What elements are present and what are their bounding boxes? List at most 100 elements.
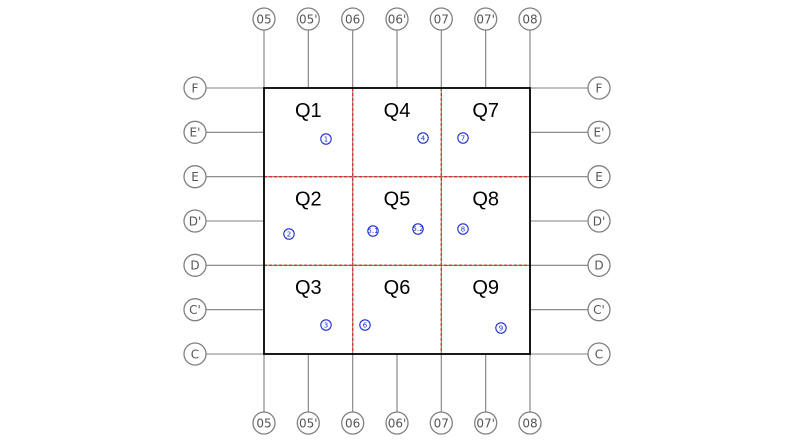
point-marker: 6 xyxy=(359,319,371,331)
quadrant-label: Q9 xyxy=(472,277,499,299)
point-marker-circle xyxy=(417,132,429,144)
col-bubble-bottom-6 xyxy=(518,411,542,435)
division-lines-layer xyxy=(264,88,530,354)
point-marker: 8 xyxy=(457,223,469,235)
row-bubble-right-1 xyxy=(587,120,611,144)
point-marker-label: 4 xyxy=(421,135,426,143)
point-marker: 4 xyxy=(417,132,429,144)
point-marker: 3 xyxy=(320,319,332,331)
point-marker-circle xyxy=(320,133,332,145)
row-bubble-left-0 xyxy=(183,76,207,100)
quadrant-label: Q3 xyxy=(295,277,322,299)
row-bubble-right-6 xyxy=(587,342,611,366)
col-bubble-label: 05' xyxy=(299,416,318,430)
col-bubble-label: 06' xyxy=(388,416,407,430)
col-bubble-label: 06' xyxy=(388,12,407,26)
row-bubble-label: C' xyxy=(189,303,201,317)
col-bubble-bottom-0 xyxy=(252,411,276,435)
col-bubble-label: 07' xyxy=(476,416,495,430)
quadrant-label: Q7 xyxy=(472,100,499,122)
row-bubble-label: F xyxy=(596,81,603,95)
quadrant-label: Q8 xyxy=(472,189,499,211)
quadrant-label: Q4 xyxy=(384,100,411,122)
col-bubble-label: 06 xyxy=(345,12,360,26)
row-bubble-left-2 xyxy=(183,165,207,189)
quadrant-label: Q2 xyxy=(295,189,322,211)
row-bubble-label: E' xyxy=(190,126,201,140)
point-marker-label: 8 xyxy=(461,226,465,234)
quadrant-label: Q6 xyxy=(384,277,411,299)
row-bubble-left-4 xyxy=(183,253,207,277)
row-bubble-label: E xyxy=(595,170,603,184)
point-marker-circle xyxy=(412,223,424,235)
point-marker-label: 5.2 xyxy=(412,225,423,233)
point-marker-circle xyxy=(367,225,379,237)
point-marker-label: 2 xyxy=(287,231,291,239)
point-marker-circle xyxy=(495,322,507,334)
plan-border xyxy=(263,87,531,355)
point-marker: 1 xyxy=(320,133,332,145)
point-marker: 7 xyxy=(457,132,469,144)
col-bubble-label: 07 xyxy=(434,416,449,430)
col-bubble-top-4 xyxy=(429,7,453,31)
col-bubble-top-6 xyxy=(518,7,542,31)
row-bubble-right-3 xyxy=(587,209,611,233)
col-bubble-bottom-1 xyxy=(296,411,320,435)
point-marker-label: 7 xyxy=(461,135,465,143)
point-marker-label: 5.1 xyxy=(367,227,378,235)
col-bubble-top-2 xyxy=(341,7,365,31)
point-markers-layer: 1 4 7 2 5.1 5.2 8 3 6 9 xyxy=(283,132,507,334)
col-bubble-label: 05 xyxy=(256,416,271,430)
col-bubble-bottom-5 xyxy=(474,411,498,435)
point-marker: 5.1 xyxy=(367,225,379,237)
point-marker: 9 xyxy=(495,322,507,334)
quadrant-label: Q5 xyxy=(384,189,411,211)
row-bubble-label: C xyxy=(191,347,199,361)
row-bubble-label: D xyxy=(190,259,199,273)
row-bubble-label: E' xyxy=(594,126,605,140)
col-bubble-label: 08 xyxy=(522,12,537,26)
row-bubble-left-3 xyxy=(183,209,207,233)
row-bubble-label: D' xyxy=(593,214,606,228)
point-marker-label: 6 xyxy=(363,322,368,330)
row-bubble-label: D xyxy=(594,259,603,273)
col-bubble-label: 06 xyxy=(345,416,360,430)
row-bubble-label: E xyxy=(191,170,199,184)
row-bubble-left-1 xyxy=(183,120,207,144)
col-bubble-bottom-4 xyxy=(429,411,453,435)
point-marker-label: 1 xyxy=(324,136,328,144)
col-bubble-label: 07' xyxy=(476,12,495,26)
point-marker-label: 3 xyxy=(324,322,328,330)
row-bubble-label: C' xyxy=(593,303,605,317)
point-marker-circle xyxy=(457,223,469,235)
row-bubble-label: D' xyxy=(189,214,202,228)
point-marker-circle xyxy=(457,132,469,144)
col-bubble-label: 05' xyxy=(299,12,318,26)
point-marker-circle xyxy=(359,319,371,331)
col-bubble-top-1 xyxy=(296,7,320,31)
row-bubble-right-5 xyxy=(587,298,611,322)
col-bubble-label: 07 xyxy=(434,12,449,26)
point-marker-circle xyxy=(320,319,332,331)
col-bubble-label: 05 xyxy=(256,12,271,26)
quadrant-label: Q1 xyxy=(295,100,322,122)
row-bubble-right-0 xyxy=(587,76,611,100)
row-bubble-right-4 xyxy=(587,253,611,277)
point-marker-circle xyxy=(283,228,295,240)
row-bubble-label: C xyxy=(595,347,603,361)
row-bubble-label: F xyxy=(192,81,199,95)
col-bubble-bottom-3 xyxy=(385,411,409,435)
col-bubble-top-0 xyxy=(252,7,276,31)
col-bubble-top-5 xyxy=(474,7,498,31)
row-bubble-right-2 xyxy=(587,165,611,189)
row-bubble-left-6 xyxy=(183,342,207,366)
col-bubble-top-3 xyxy=(385,7,409,31)
row-bubble-left-5 xyxy=(183,298,207,322)
point-marker-label: 9 xyxy=(499,325,503,333)
point-marker: 2 xyxy=(283,228,295,240)
point-marker: 5.2 xyxy=(412,223,424,235)
col-bubble-label: 08 xyxy=(522,416,537,430)
